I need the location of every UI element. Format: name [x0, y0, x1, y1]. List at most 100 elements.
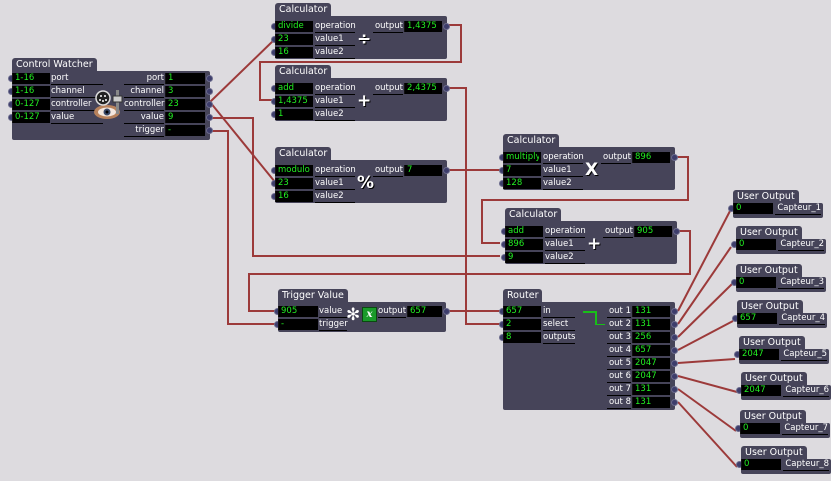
node-title[interactable]: User Output [739, 336, 805, 349]
outlet-port[interactable] [206, 127, 213, 134]
outlet-port[interactable] [673, 228, 680, 235]
patch-cord[interactable] [447, 87, 503, 325]
input-field-channel[interactable]: 1-16 [12, 86, 50, 97]
patch-cord[interactable] [677, 246, 732, 325]
user-output-value: 0 [740, 423, 780, 434]
outlet-port[interactable] [671, 399, 678, 406]
outlet-port[interactable] [443, 167, 450, 174]
patch-cord[interactable] [677, 210, 731, 312]
input-field-value[interactable]: 0-127 [12, 112, 50, 123]
port-label: operation [545, 226, 586, 238]
node-title[interactable]: Calculator [503, 134, 560, 147]
operation-field[interactable]: multiply [503, 152, 541, 163]
input-field-port[interactable]: 1-16 [12, 73, 50, 84]
outlet-port[interactable] [671, 334, 678, 341]
node-title[interactable]: Calculator [275, 147, 332, 160]
in-field[interactable]: 657 [503, 306, 541, 317]
outlet-port[interactable] [671, 347, 678, 354]
patch-cord[interactable] [677, 388, 737, 432]
trigger-field[interactable]: - [278, 319, 318, 330]
patch-cord[interactable] [677, 358, 736, 364]
outlet-port[interactable] [443, 23, 450, 30]
node-title[interactable]: Control Watcher [12, 58, 97, 71]
port-label: port [51, 73, 103, 85]
value1-field[interactable]: 23 [275, 34, 313, 45]
node-title[interactable]: User Output [741, 446, 807, 459]
port-label: out 7 [607, 384, 631, 396]
patch-cord[interactable] [210, 130, 278, 325]
patch-cord[interactable] [209, 101, 276, 183]
input-field-controller[interactable]: 0-127 [12, 99, 50, 110]
operation-field[interactable]: add [275, 83, 313, 94]
value2-field[interactable]: 16 [275, 191, 313, 202]
outlet-port[interactable] [671, 386, 678, 393]
node-title[interactable]: User Output [736, 264, 802, 277]
node-title[interactable]: User Output [733, 190, 799, 203]
outlet-port[interactable] [671, 308, 678, 315]
outlet-port[interactable] [206, 114, 213, 121]
output-field-port: 1 [165, 73, 205, 84]
port-label: select [543, 319, 575, 331]
port-label: out 6 [607, 371, 631, 383]
value-field[interactable]: 905 [278, 306, 318, 317]
user-output-value: 0 [736, 277, 776, 288]
node-title[interactable]: Calculator [275, 3, 332, 16]
node-title[interactable]: User Output [736, 226, 802, 239]
patch-cord[interactable] [677, 375, 738, 393]
expression-icon: x [362, 307, 377, 322]
outlet-port[interactable] [671, 321, 678, 328]
node-title[interactable]: User Output [737, 300, 803, 313]
outlet-port[interactable] [206, 88, 213, 95]
value1-field[interactable]: 896 [505, 239, 543, 250]
node-title[interactable]: User Output [740, 410, 806, 423]
value1-field[interactable]: 1,4375 [275, 96, 313, 107]
node-title[interactable]: Trigger Value [278, 289, 348, 302]
outlet-port[interactable] [206, 101, 213, 108]
value1-field[interactable]: 23 [275, 178, 313, 189]
outlet-port[interactable] [671, 154, 678, 161]
value2-field[interactable]: 16 [275, 47, 313, 58]
patch-cord[interactable] [209, 38, 276, 103]
patch-cord[interactable] [677, 401, 738, 468]
patch-cord[interactable] [677, 320, 734, 351]
value2-field[interactable]: 9 [505, 252, 543, 263]
outlet-port[interactable] [206, 75, 213, 82]
value2-field[interactable]: 1 [275, 109, 313, 120]
select-field[interactable]: 2 [503, 319, 541, 330]
operation-field[interactable]: modulo [275, 165, 313, 176]
user-output-value: 2047 [739, 349, 779, 360]
outlet-port[interactable] [443, 85, 450, 92]
outlet-port[interactable] [671, 360, 678, 367]
operation-field[interactable]: divide [275, 21, 313, 32]
outlet-port[interactable] [671, 373, 678, 380]
patch-cord[interactable] [677, 283, 733, 338]
value2-field[interactable]: 128 [503, 178, 541, 189]
node-title[interactable]: Calculator [275, 65, 332, 78]
user-output-value: 0 [736, 239, 776, 250]
operation-field[interactable]: add [505, 226, 543, 237]
value1-field[interactable]: 7 [503, 165, 541, 176]
output-field-channel: 3 [165, 86, 205, 97]
node-title[interactable]: Router [503, 289, 543, 302]
outlet-port[interactable] [443, 308, 450, 315]
node-title[interactable]: User Output [741, 372, 807, 385]
outputs-field[interactable]: 8 [503, 332, 541, 343]
port-label: port [124, 73, 164, 85]
node-title[interactable]: Calculator [505, 208, 562, 221]
